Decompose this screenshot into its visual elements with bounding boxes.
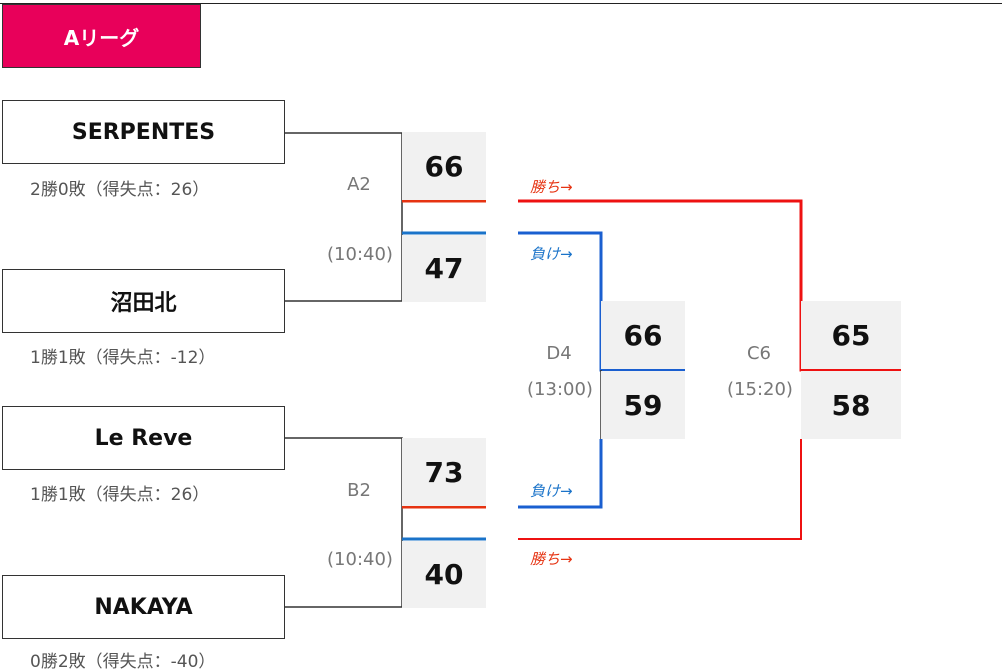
team-box-nakaya[interactable]: NAKAYA bbox=[2, 575, 285, 639]
team-name: SERPENTES bbox=[71, 119, 216, 145]
score-c6-bottom: 58 bbox=[801, 371, 901, 439]
game-time-a2: (10:40) bbox=[327, 244, 393, 265]
team-record: 1勝1敗（得失点：26） bbox=[30, 485, 210, 505]
team-record: 1勝1敗（得失点：-12） bbox=[30, 348, 216, 368]
score-b2-top: 73 bbox=[402, 438, 486, 506]
team-name: NAKAYA bbox=[94, 594, 193, 620]
header-rule bbox=[0, 3, 1002, 4]
team-record: 0勝2敗（得失点：-40） bbox=[30, 652, 216, 672]
outcome-win-b2: 勝ち→ bbox=[530, 550, 573, 568]
team-name: Le Reve bbox=[94, 425, 193, 451]
outcome-lose-b2: 負け→ bbox=[530, 482, 573, 500]
league-tab[interactable]: Aリーグ bbox=[2, 4, 201, 68]
game-id-d4: D4 bbox=[546, 343, 572, 364]
score-c6-top: 65 bbox=[801, 301, 901, 369]
team-box-serpentes[interactable]: SERPENTES bbox=[2, 100, 285, 164]
game-time-b2: (10:40) bbox=[327, 549, 393, 570]
game-time-d4: (13:00) bbox=[527, 379, 593, 400]
b2-loser-path bbox=[518, 439, 603, 509]
score-a2-bottom: 47 bbox=[402, 235, 486, 302]
game-id-a2: A2 bbox=[347, 174, 371, 195]
bracket-line-b2 bbox=[285, 437, 403, 608]
team-box-numatakita[interactable]: 沼田北 bbox=[2, 269, 285, 333]
outcome-win-a2: 勝ち→ bbox=[530, 178, 573, 196]
b2-winner-path bbox=[518, 439, 802, 540]
team-box-le-reve[interactable]: Le Reve bbox=[2, 406, 285, 470]
score-d4-top: 66 bbox=[601, 301, 685, 369]
a2-winner-path bbox=[518, 199, 901, 372]
team-record: 2勝0敗（得失点：26） bbox=[30, 180, 210, 200]
game-id-c6: C6 bbox=[746, 343, 772, 364]
outcome-lose-a2: 負け→ bbox=[530, 245, 573, 263]
score-d4-bottom: 59 bbox=[601, 371, 685, 439]
game-time-c6: (15:20) bbox=[727, 379, 793, 400]
bracket-line-a2 bbox=[285, 132, 403, 302]
game-id-b2: B2 bbox=[347, 480, 371, 501]
team-name: 沼田北 bbox=[110, 291, 177, 316]
score-a2-top: 66 bbox=[402, 132, 486, 200]
score-b2-bottom: 40 bbox=[402, 541, 486, 608]
